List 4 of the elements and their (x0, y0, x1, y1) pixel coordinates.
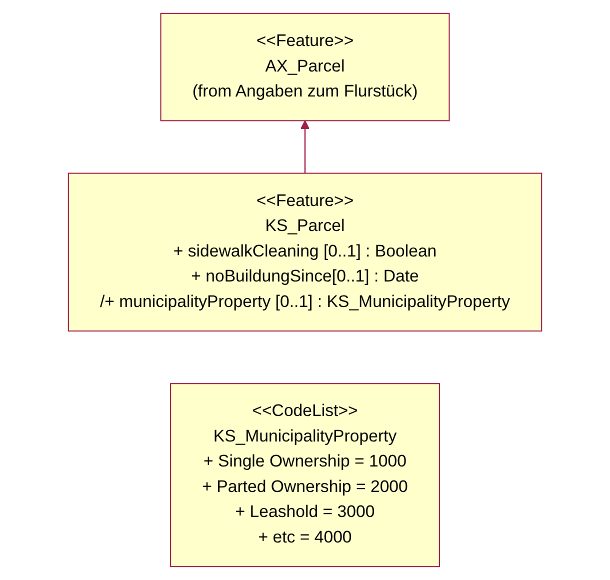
node-box: <<CodeList>> KS_MunicipalityProperty + Single Ownership = 1000 + Parted Ownership = 2000 + Leashold = 3000 + etc = 4000 (170, 383, 440, 568)
arrow (300, 120, 310, 174)
node-box: <<Feature>> AX_Parcel (from Angaben zum Flurstück) (160, 12, 450, 122)
node-box: <<Feature>> KS_Parcel + sidewalkCleaning [0..1] : Boolean + noBuildungSince[0..1] : Date /+ municipalityProperty [0..1] : KS_MunicipalityProperty (68, 172, 542, 332)
